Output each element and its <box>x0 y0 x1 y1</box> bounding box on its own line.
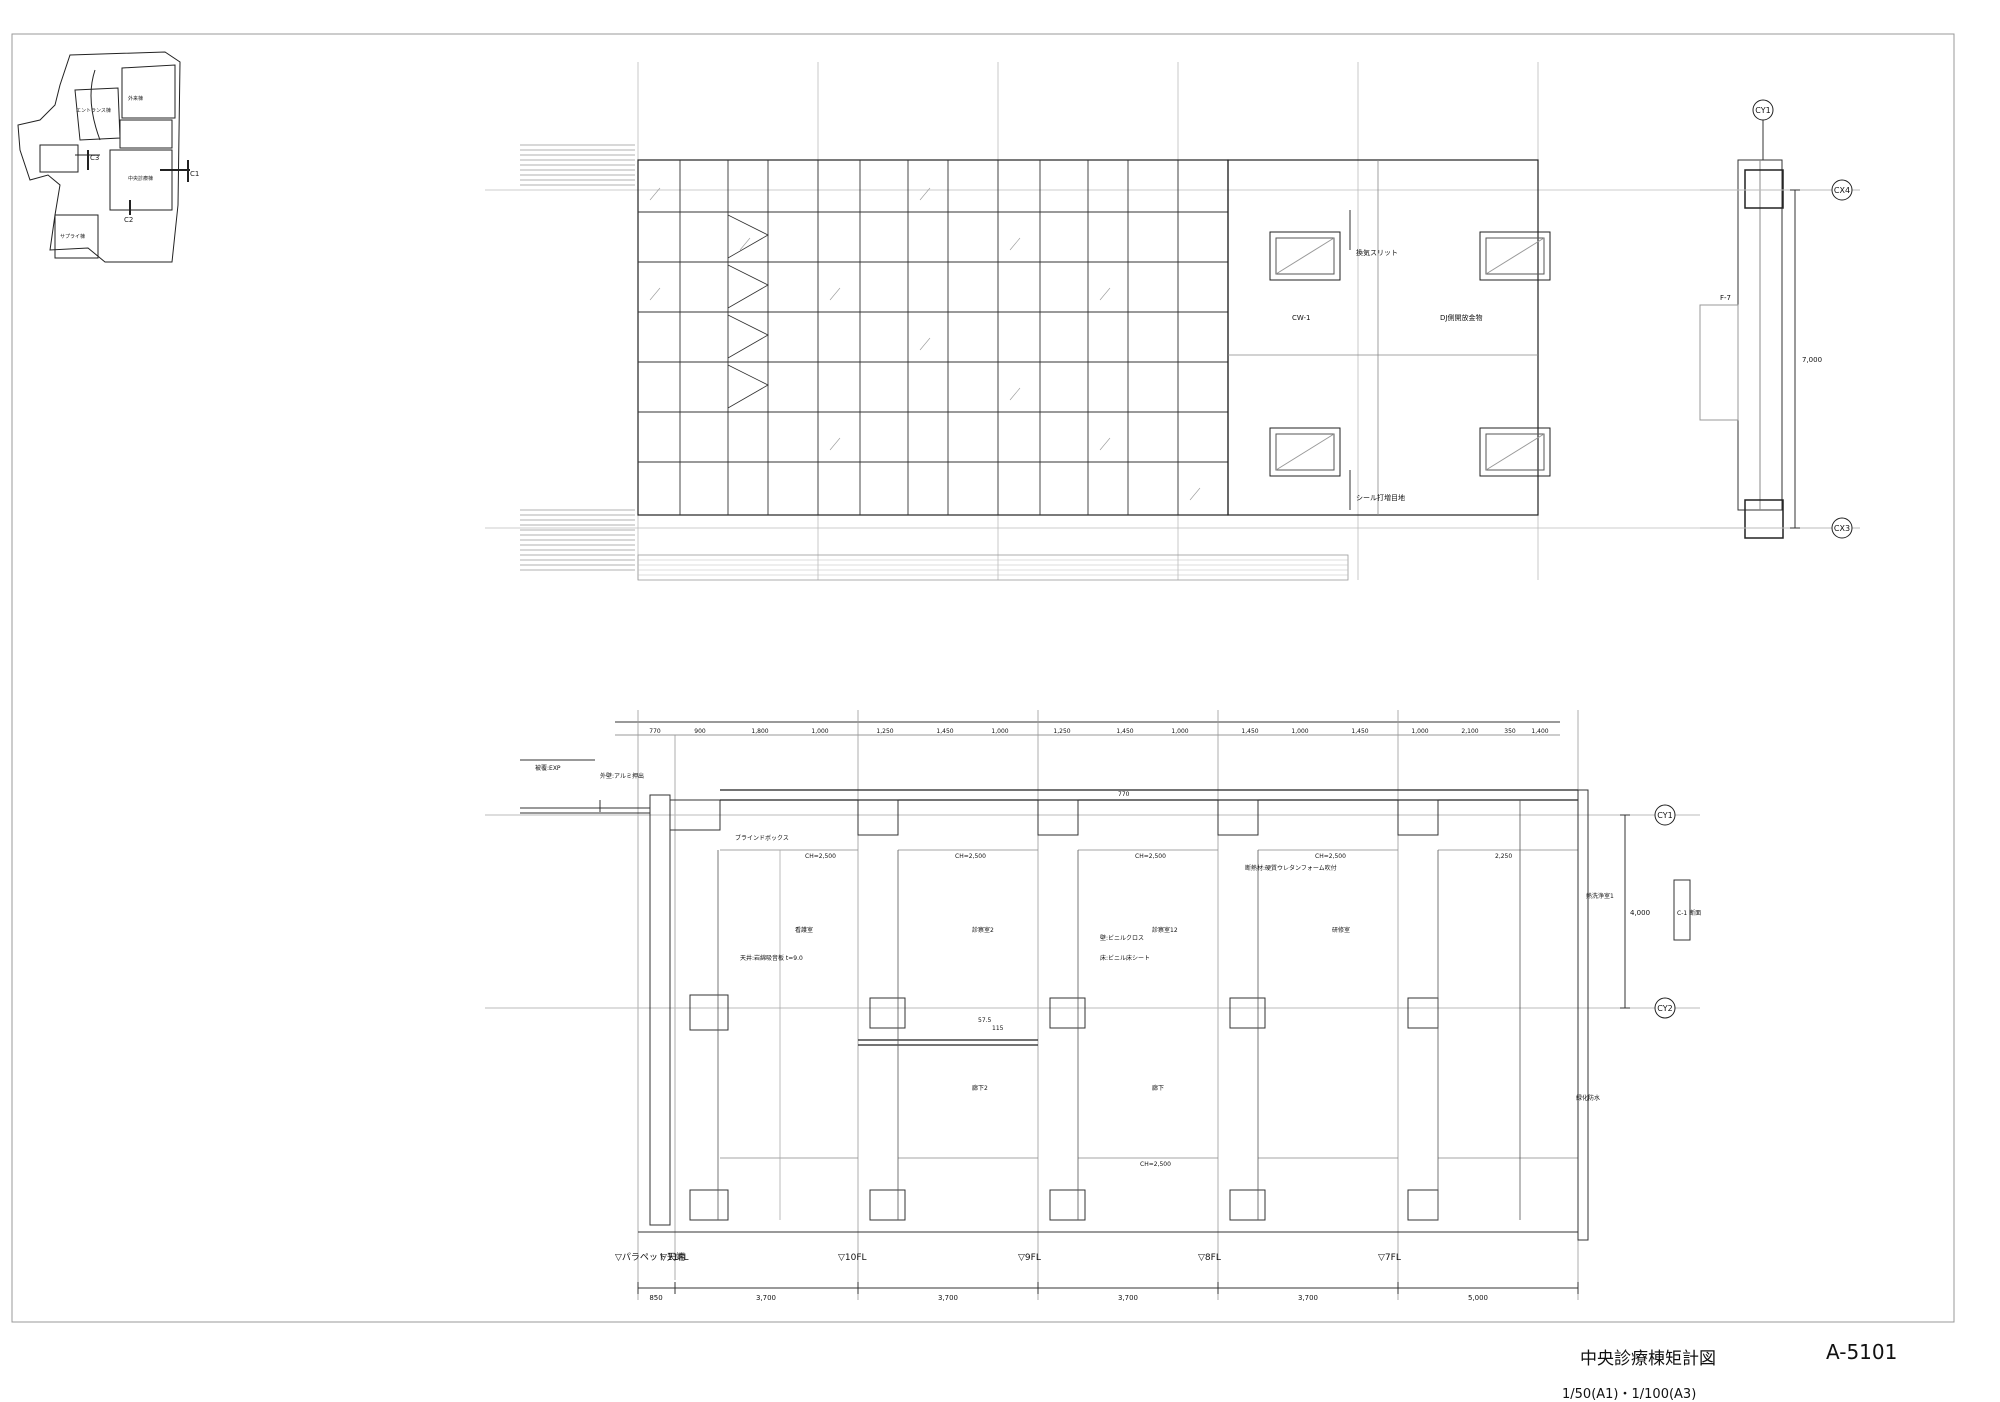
top-dim-4: 1,250 <box>876 728 893 735</box>
key-plan-label-supply: サプライ棟 <box>60 233 85 240</box>
level-11fl: ▽11FL <box>660 1253 689 1263</box>
section-grid-bubbles <box>1654 804 1676 1019</box>
top-dim-15: 350 <box>1504 728 1516 735</box>
room-7: 緑化防水 <box>1576 1094 1600 1102</box>
elevation-note-seal: シール打増目地 <box>1356 493 1405 502</box>
elevation-grid-cx4: CX4 <box>1834 186 1850 195</box>
top-dim-13: 1,000 <box>1411 728 1428 735</box>
top-dim-7: 1,250 <box>1053 728 1070 735</box>
room-3: 廊下2 <box>972 1084 988 1092</box>
drawing-title: 中央診療棟矩計図 <box>1580 1349 1716 1369</box>
top-dim-3: 1,000 <box>811 728 828 735</box>
ceiling-height-1: CH=2,500 <box>955 853 986 860</box>
ceiling-height-0: CH=2,500 <box>805 853 836 860</box>
room-5: 研修室 <box>1332 926 1350 934</box>
note-exp: 被覆:EXP <box>535 764 561 772</box>
drawing-scale: 1/50(A1)・1/100(A3) <box>1562 1387 1697 1402</box>
room-0: 看護室 <box>795 926 813 934</box>
top-dim-5: 1,450 <box>936 728 953 735</box>
note-floor: 床:ビニル床シート <box>1100 954 1150 962</box>
ceiling-height-2: CH=2,500 <box>1135 853 1166 860</box>
elevation-grid-cy1: CY1 <box>1755 106 1770 115</box>
note-insulation: 断熱材:硬質ウレタンフォーム吹付 <box>1245 864 1337 872</box>
top-dim-0: 770 <box>649 728 661 735</box>
elevation-tag-cw: CW-1 <box>1292 314 1311 322</box>
key-plan-label-c3: C3 <box>90 154 99 162</box>
top-dim-10: 1,450 <box>1241 728 1258 735</box>
top-dim-14: 2,100 <box>1461 728 1478 735</box>
bottom-dim-1: 3,700 <box>756 1294 776 1302</box>
section-view <box>485 710 1700 1300</box>
level-parapet: ▽パラペット天端 <box>615 1251 685 1263</box>
level-9fl: ▽9FL <box>1018 1253 1041 1263</box>
key-plan <box>17 51 190 263</box>
note-dim-57-5: 57.5 <box>978 1017 992 1024</box>
ceiling-height-3: CH=2,500 <box>1315 853 1346 860</box>
note-dim-115: 115 <box>992 1025 1004 1032</box>
top-dim-1: 900 <box>694 728 706 735</box>
section-grid-cy1: CY1 <box>1657 811 1672 820</box>
bottom-dim-5: 5,000 <box>1468 1294 1488 1302</box>
bottom-dim-4: 3,700 <box>1298 1294 1318 1302</box>
ceiling-height-4: CH=2,500 <box>1140 1161 1171 1168</box>
note-dim-770: 770 <box>1118 791 1130 798</box>
elevation-grid-bubbles <box>1752 99 1853 539</box>
drawing-number: A-5101 <box>1826 1340 1898 1364</box>
room-4: 廊下 <box>1152 1084 1164 1092</box>
top-dim-6: 1,000 <box>991 728 1008 735</box>
note-exterior: 外壁:アルミ押出 <box>600 772 644 780</box>
elevation-note-hardware: DJ側開放金物 <box>1440 313 1482 322</box>
ceiling-height-5: 2,250 <box>1495 853 1512 860</box>
top-dim-16: 1,400 <box>1531 728 1548 735</box>
bottom-dim-3: 3,700 <box>1118 1294 1138 1302</box>
elevation-tag-f7: F-7 <box>1720 294 1731 302</box>
bottom-dim-2: 3,700 <box>938 1294 958 1302</box>
bottom-dim-0: 850 <box>649 1294 662 1302</box>
elevation-note-slit: 換気スリット <box>1356 248 1398 257</box>
sheet-border <box>11 33 1955 1323</box>
note-wall: 壁:ビニルクロス <box>1100 934 1144 942</box>
room-1: 診察室2 <box>972 926 994 934</box>
key-plan-labels: エントランス棟 外来棟 中央診療棟 サプライ棟 C1 C2 C3 <box>60 95 199 240</box>
section-span-dimension: 4,000 <box>1630 909 1650 917</box>
room-6: 熱洗浄室1 <box>1586 892 1614 900</box>
top-dim-9: 1,000 <box>1171 728 1188 735</box>
level-7fl: ▽7FL <box>1378 1253 1401 1263</box>
top-dim-11: 1,000 <box>1291 728 1308 735</box>
room-2: 診察室12 <box>1152 926 1178 934</box>
key-plan-label-outpatient: 外来棟 <box>128 95 143 102</box>
elevation-dimension: 7,000 <box>1802 356 1822 364</box>
top-dim-2: 1,800 <box>751 728 768 735</box>
elevation-grid-cx3: CX3 <box>1834 524 1850 533</box>
key-plan-label-central: 中央診療棟 <box>128 175 153 182</box>
elevation-view <box>485 62 1860 581</box>
note-ceiling: 天井:岩綿吸音板 t=9.0 <box>740 954 803 962</box>
level-10fl: ▽10FL <box>838 1253 867 1263</box>
key-plan-label-c2: C2 <box>124 216 133 224</box>
top-dim-12: 1,450 <box>1351 728 1368 735</box>
section-grid-cy2: CY2 <box>1657 1004 1672 1013</box>
key-plan-label-c1: C1 <box>190 170 199 178</box>
section-tag: C-1 断面 <box>1677 909 1701 917</box>
level-8fl: ▽8FL <box>1198 1253 1221 1263</box>
key-plan-label-entrance: エントランス棟 <box>76 107 111 114</box>
note-blind-box: ブラインドボックス <box>735 834 789 842</box>
top-dim-8: 1,450 <box>1116 728 1133 735</box>
